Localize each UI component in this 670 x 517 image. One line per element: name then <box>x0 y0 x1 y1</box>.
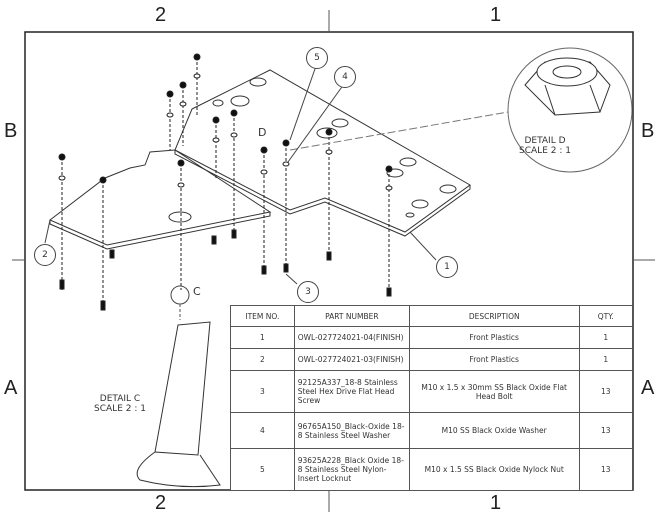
fastener-stack <box>325 128 333 261</box>
balloon-item-4: 4 <box>334 66 356 88</box>
qty: 1 <box>578 348 634 371</box>
zone-bottom-1: 1 <box>490 492 502 514</box>
qty: 13 <box>578 412 634 449</box>
fastener-stack <box>193 53 201 116</box>
detail-c-caption: DETAIL C SCALE 2 : 1 <box>80 394 160 414</box>
bom-row: 1 OWL-027724021-04(FINISH) Front Plastic… <box>230 326 634 349</box>
fastener-stack <box>179 81 187 146</box>
fastener-stack <box>109 235 217 259</box>
detail-d-caption: DETAIL D SCALE 2 : 1 <box>505 136 585 156</box>
qty: 1 <box>578 326 634 349</box>
item-no: 5 <box>230 448 295 491</box>
detail-d-title: DETAIL D <box>524 136 566 146</box>
bom-row: 5 93625A228_Black Oxide 18-8 Stainless S… <box>230 448 634 491</box>
description: M10 SS Black Oxide Washer <box>408 412 580 449</box>
zone-bottom-2: 2 <box>155 492 167 514</box>
header-description: DESCRIPTION <box>408 305 580 327</box>
detail-c-scale: SCALE 2 : 1 <box>94 404 146 414</box>
balloon-item-5: 5 <box>306 47 328 69</box>
header-part-number: PART NUMBER <box>293 305 410 327</box>
part-number: OWL-027724021-04(FINISH) <box>293 326 410 349</box>
detail-c-title: DETAIL C <box>99 394 141 404</box>
zone-left-b: B <box>4 120 18 142</box>
fastener-stacks <box>58 53 393 311</box>
zone-top-1: 1 <box>490 4 502 26</box>
item-no: 2 <box>230 348 295 371</box>
bom-row: 4 96765A150_Black-Oxide 18-8 Stainless S… <box>230 412 634 449</box>
fastener-stack <box>282 139 290 273</box>
item-no: 3 <box>230 370 295 413</box>
fastener-stack <box>177 159 185 290</box>
fastener-stack <box>166 90 174 150</box>
description: Front Plastics <box>408 326 580 349</box>
detail-c-marker: C <box>193 285 201 298</box>
fastener-stack <box>58 153 66 290</box>
qty: 13 <box>578 370 634 413</box>
bom-row: 3 92125A337_18-8 Stainless Steel Hex Dri… <box>230 370 634 413</box>
fastener-stack <box>99 176 107 311</box>
detail-d-nut <box>524 57 611 116</box>
balloon-item-1: 1 <box>436 256 458 278</box>
qty: 13 <box>578 448 634 491</box>
item-no: 1 <box>230 326 295 349</box>
part-front-plastics-2 <box>49 149 272 250</box>
detail-d-marker: D <box>258 126 267 139</box>
balloon-item-2: 2 <box>34 244 56 266</box>
description: Front Plastics <box>408 348 580 371</box>
part-number: 92125A337_18-8 Stainless Steel Hex Drive… <box>293 370 410 413</box>
detail-c-boundary <box>170 285 190 305</box>
zone-top-2: 2 <box>155 4 167 26</box>
item-no: 4 <box>230 412 295 449</box>
part-number: OWL-027724021-03(FINISH) <box>293 348 410 371</box>
detail-c-screw <box>136 321 221 488</box>
detail-d-leader <box>289 111 509 151</box>
fastener-stack <box>212 116 220 180</box>
zone-left-a: A <box>4 377 18 399</box>
description: M10 x 1.5 x 30mm SS Black Oxide Flat Hea… <box>408 370 580 413</box>
fastener-stack <box>230 109 238 239</box>
part-number: 96765A150_Black-Oxide 18-8 Stainless Ste… <box>293 412 410 449</box>
detail-d-scale: SCALE 2 : 1 <box>519 146 571 156</box>
balloon-leaders <box>44 65 437 285</box>
fastener-stack <box>260 146 268 275</box>
part-front-plastics-1 <box>174 69 471 237</box>
fastener-stack <box>385 165 393 297</box>
bill-of-materials-table: ITEM NO. PART NUMBER DESCRIPTION QTY. 1 … <box>230 305 634 491</box>
header-item-no: ITEM NO. <box>230 305 295 327</box>
description: M10 x 1.5 SS Black Oxide Nylock Nut <box>408 448 580 491</box>
bom-header-row: ITEM NO. PART NUMBER DESCRIPTION QTY. <box>230 305 634 327</box>
part-number: 93625A228_Black Oxide 18-8 Stainless Ste… <box>293 448 410 491</box>
zone-right-a: A <box>641 377 655 399</box>
detail-d-boundary <box>507 47 633 173</box>
zone-right-b: B <box>641 120 655 142</box>
header-qty: QTY. <box>578 305 634 327</box>
bom-row: 2 OWL-027724021-03(FINISH) Front Plastic… <box>230 348 634 371</box>
balloon-item-3: 3 <box>297 281 319 303</box>
